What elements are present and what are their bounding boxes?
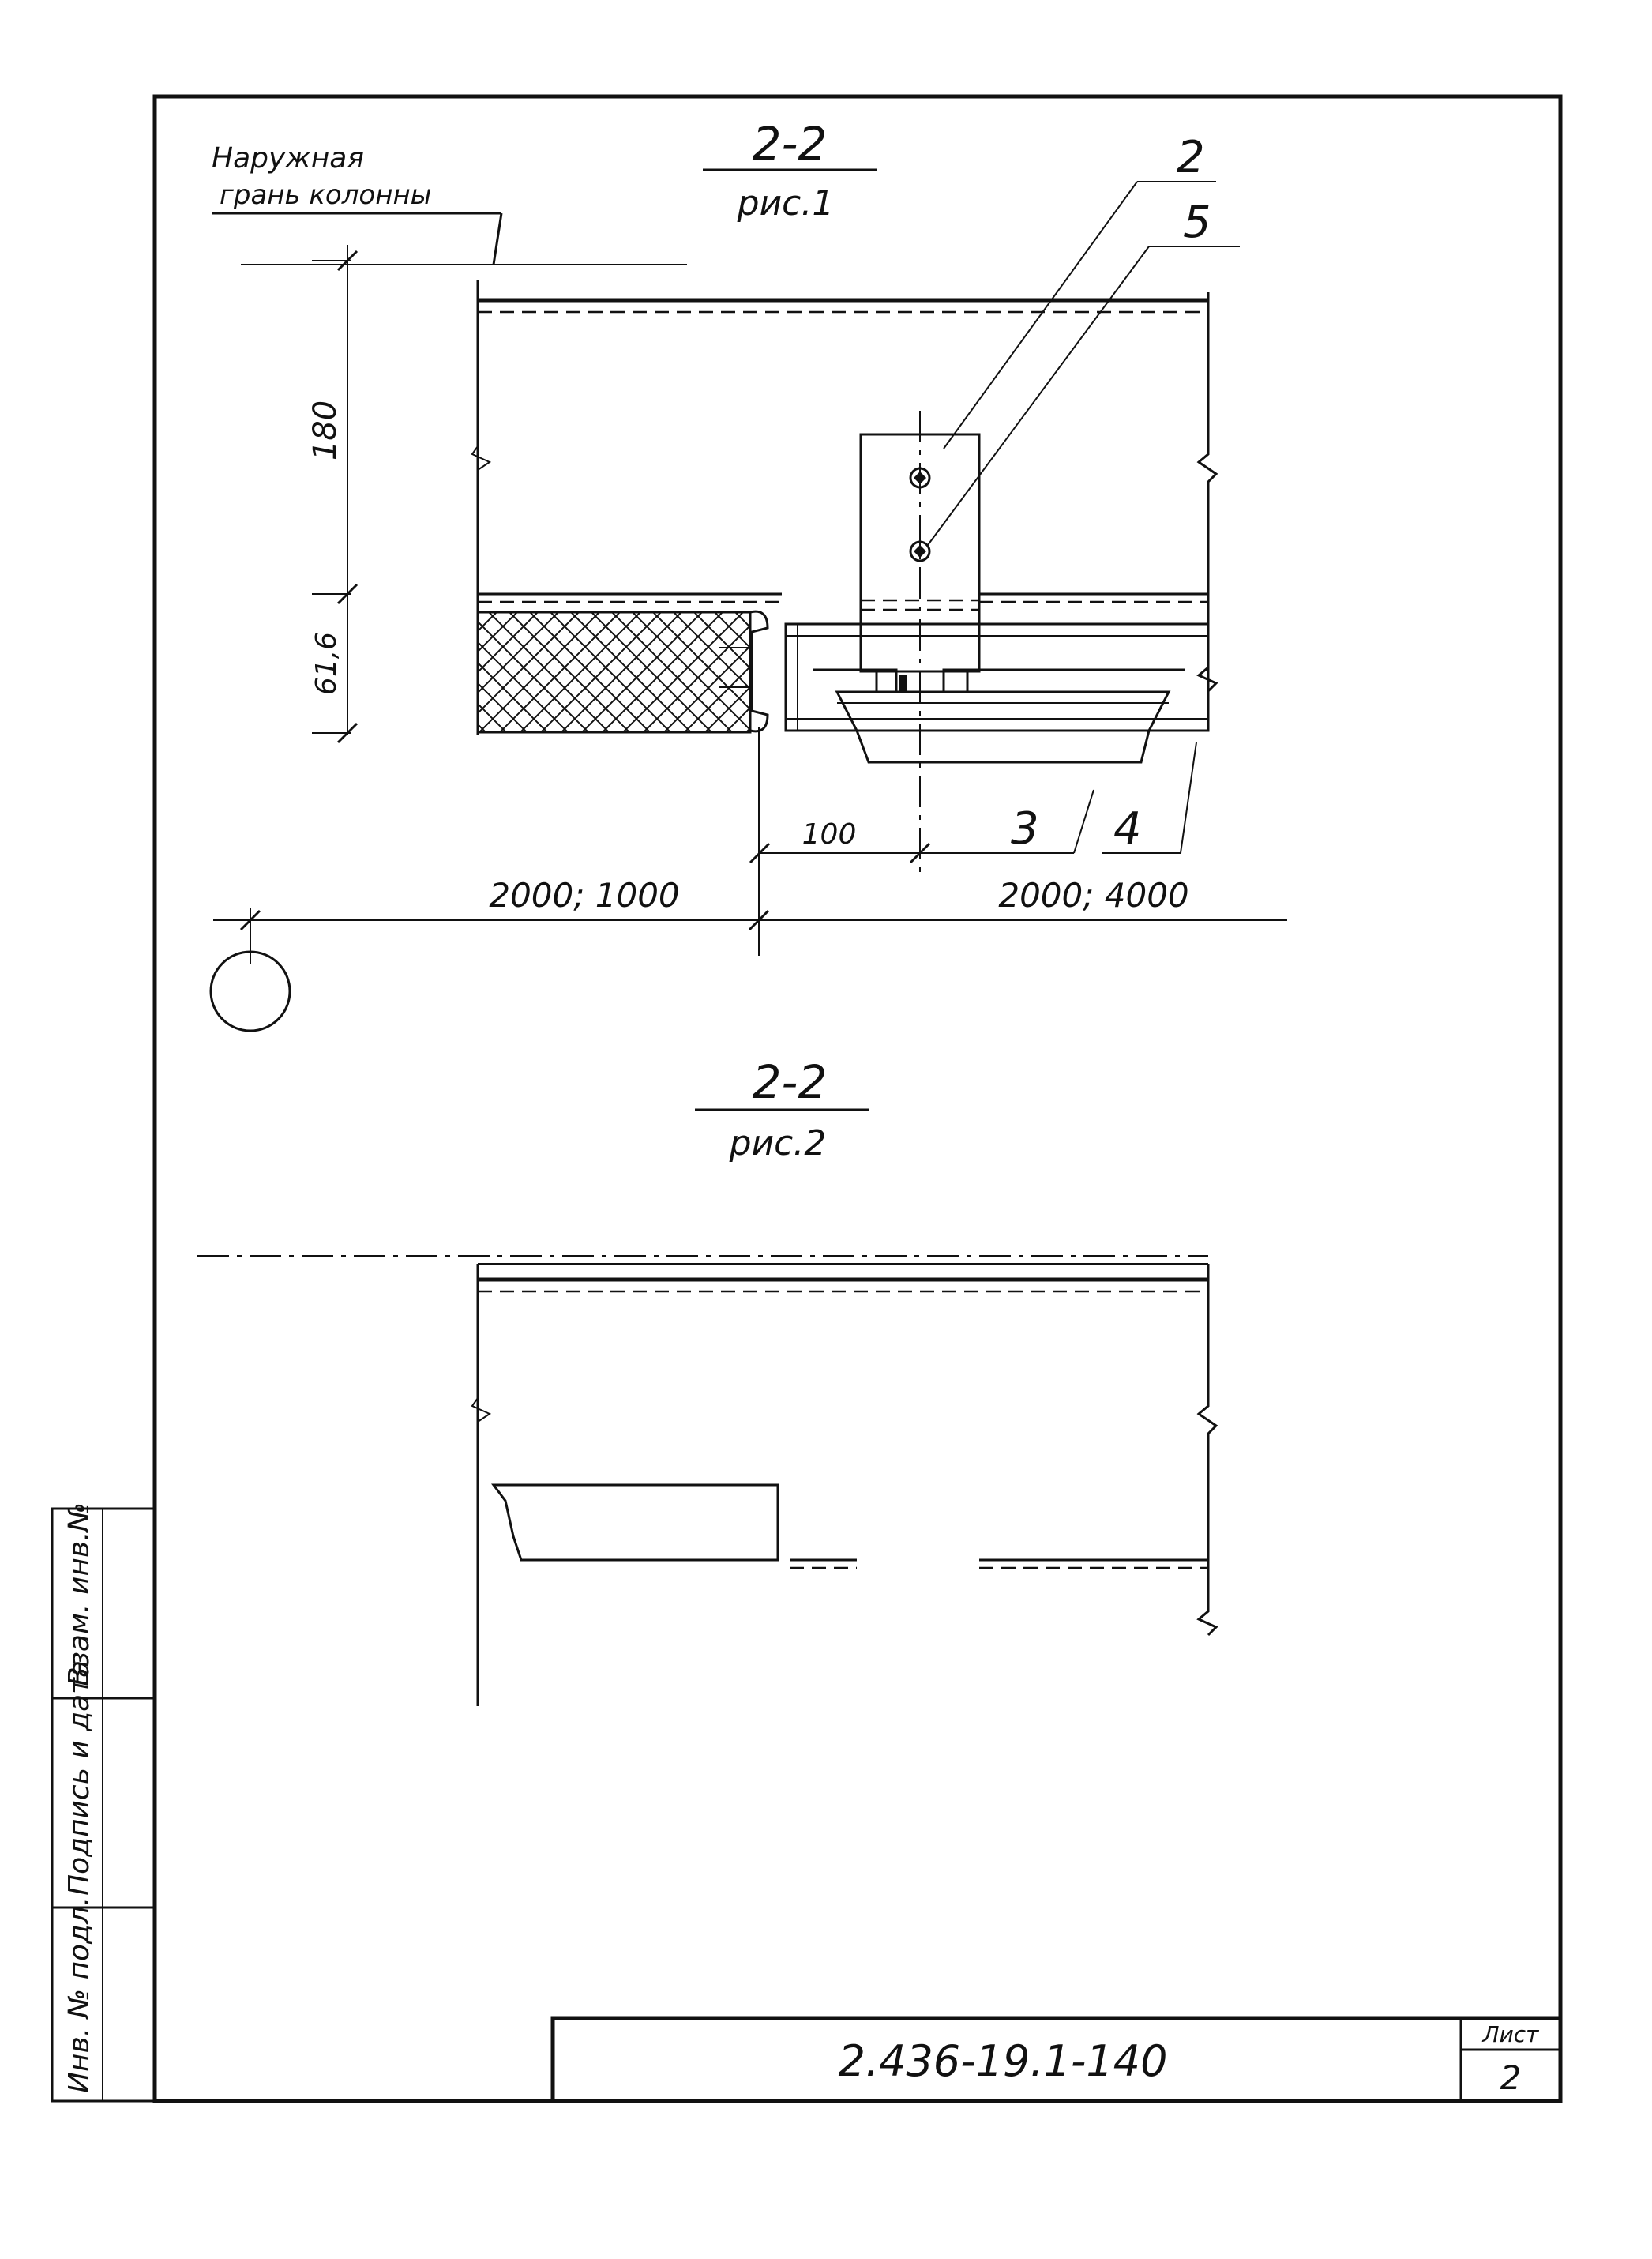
section1-dim-h-left: 2000; 1000 [489,876,679,915]
tray-profile [835,690,1171,764]
section2-title-bottom: рис.2 [729,1123,827,1163]
section1-axis-bubble [209,950,291,1032]
title-block: 2.436-19.1-140 Лист 2 [550,2016,1563,2103]
sheet-frame [152,94,1563,2103]
side-stamp-cell3: Инв. № подл. [63,1897,96,2093]
section-1: 2-2 рис.1 [209,117,1287,1032]
section1-callout-4: 4 [1113,803,1142,855]
section1-dim-h-small: 100 [802,818,857,851]
sheet-number: 2 [1500,2058,1522,2097]
insulation-panel [476,611,752,734]
section1-title-bottom: рис.1 [737,183,835,224]
side-stamp-cell2: Подпись и дата [63,1660,96,1896]
side-stamp: Взам. инв.№ Подпись и дата Инв. № подл. [51,1502,156,2103]
section1-dim-v-upper: 180 [307,400,344,460]
sheet-label: Лист [1482,2021,1540,2047]
side-stamp-cell1: Взам. инв.№ [63,1502,96,1686]
section-2: 2-2 рис.2 [197,1055,1218,1706]
section1-dim-h-right: 2000; 4000 [998,876,1188,915]
outer-face-line1: Наружная [212,142,364,175]
outer-face-note: Наружная грань колонны [212,142,503,265]
panel-breakout [491,1483,779,1562]
section2-title-top: 2-2 [753,1055,828,1109]
drawing-code: 2.436-19.1-140 [839,2036,1168,2086]
section1-title-top: 2-2 [753,117,828,171]
section1-callout-2: 2 [1177,132,1205,183]
section1-dim-v-lower: 61,6 [310,632,343,695]
section1-callout-3: 3 [1011,803,1039,855]
outer-face-line2: грань колонны [220,179,432,211]
section1-callout-5: 5 [1183,197,1211,248]
